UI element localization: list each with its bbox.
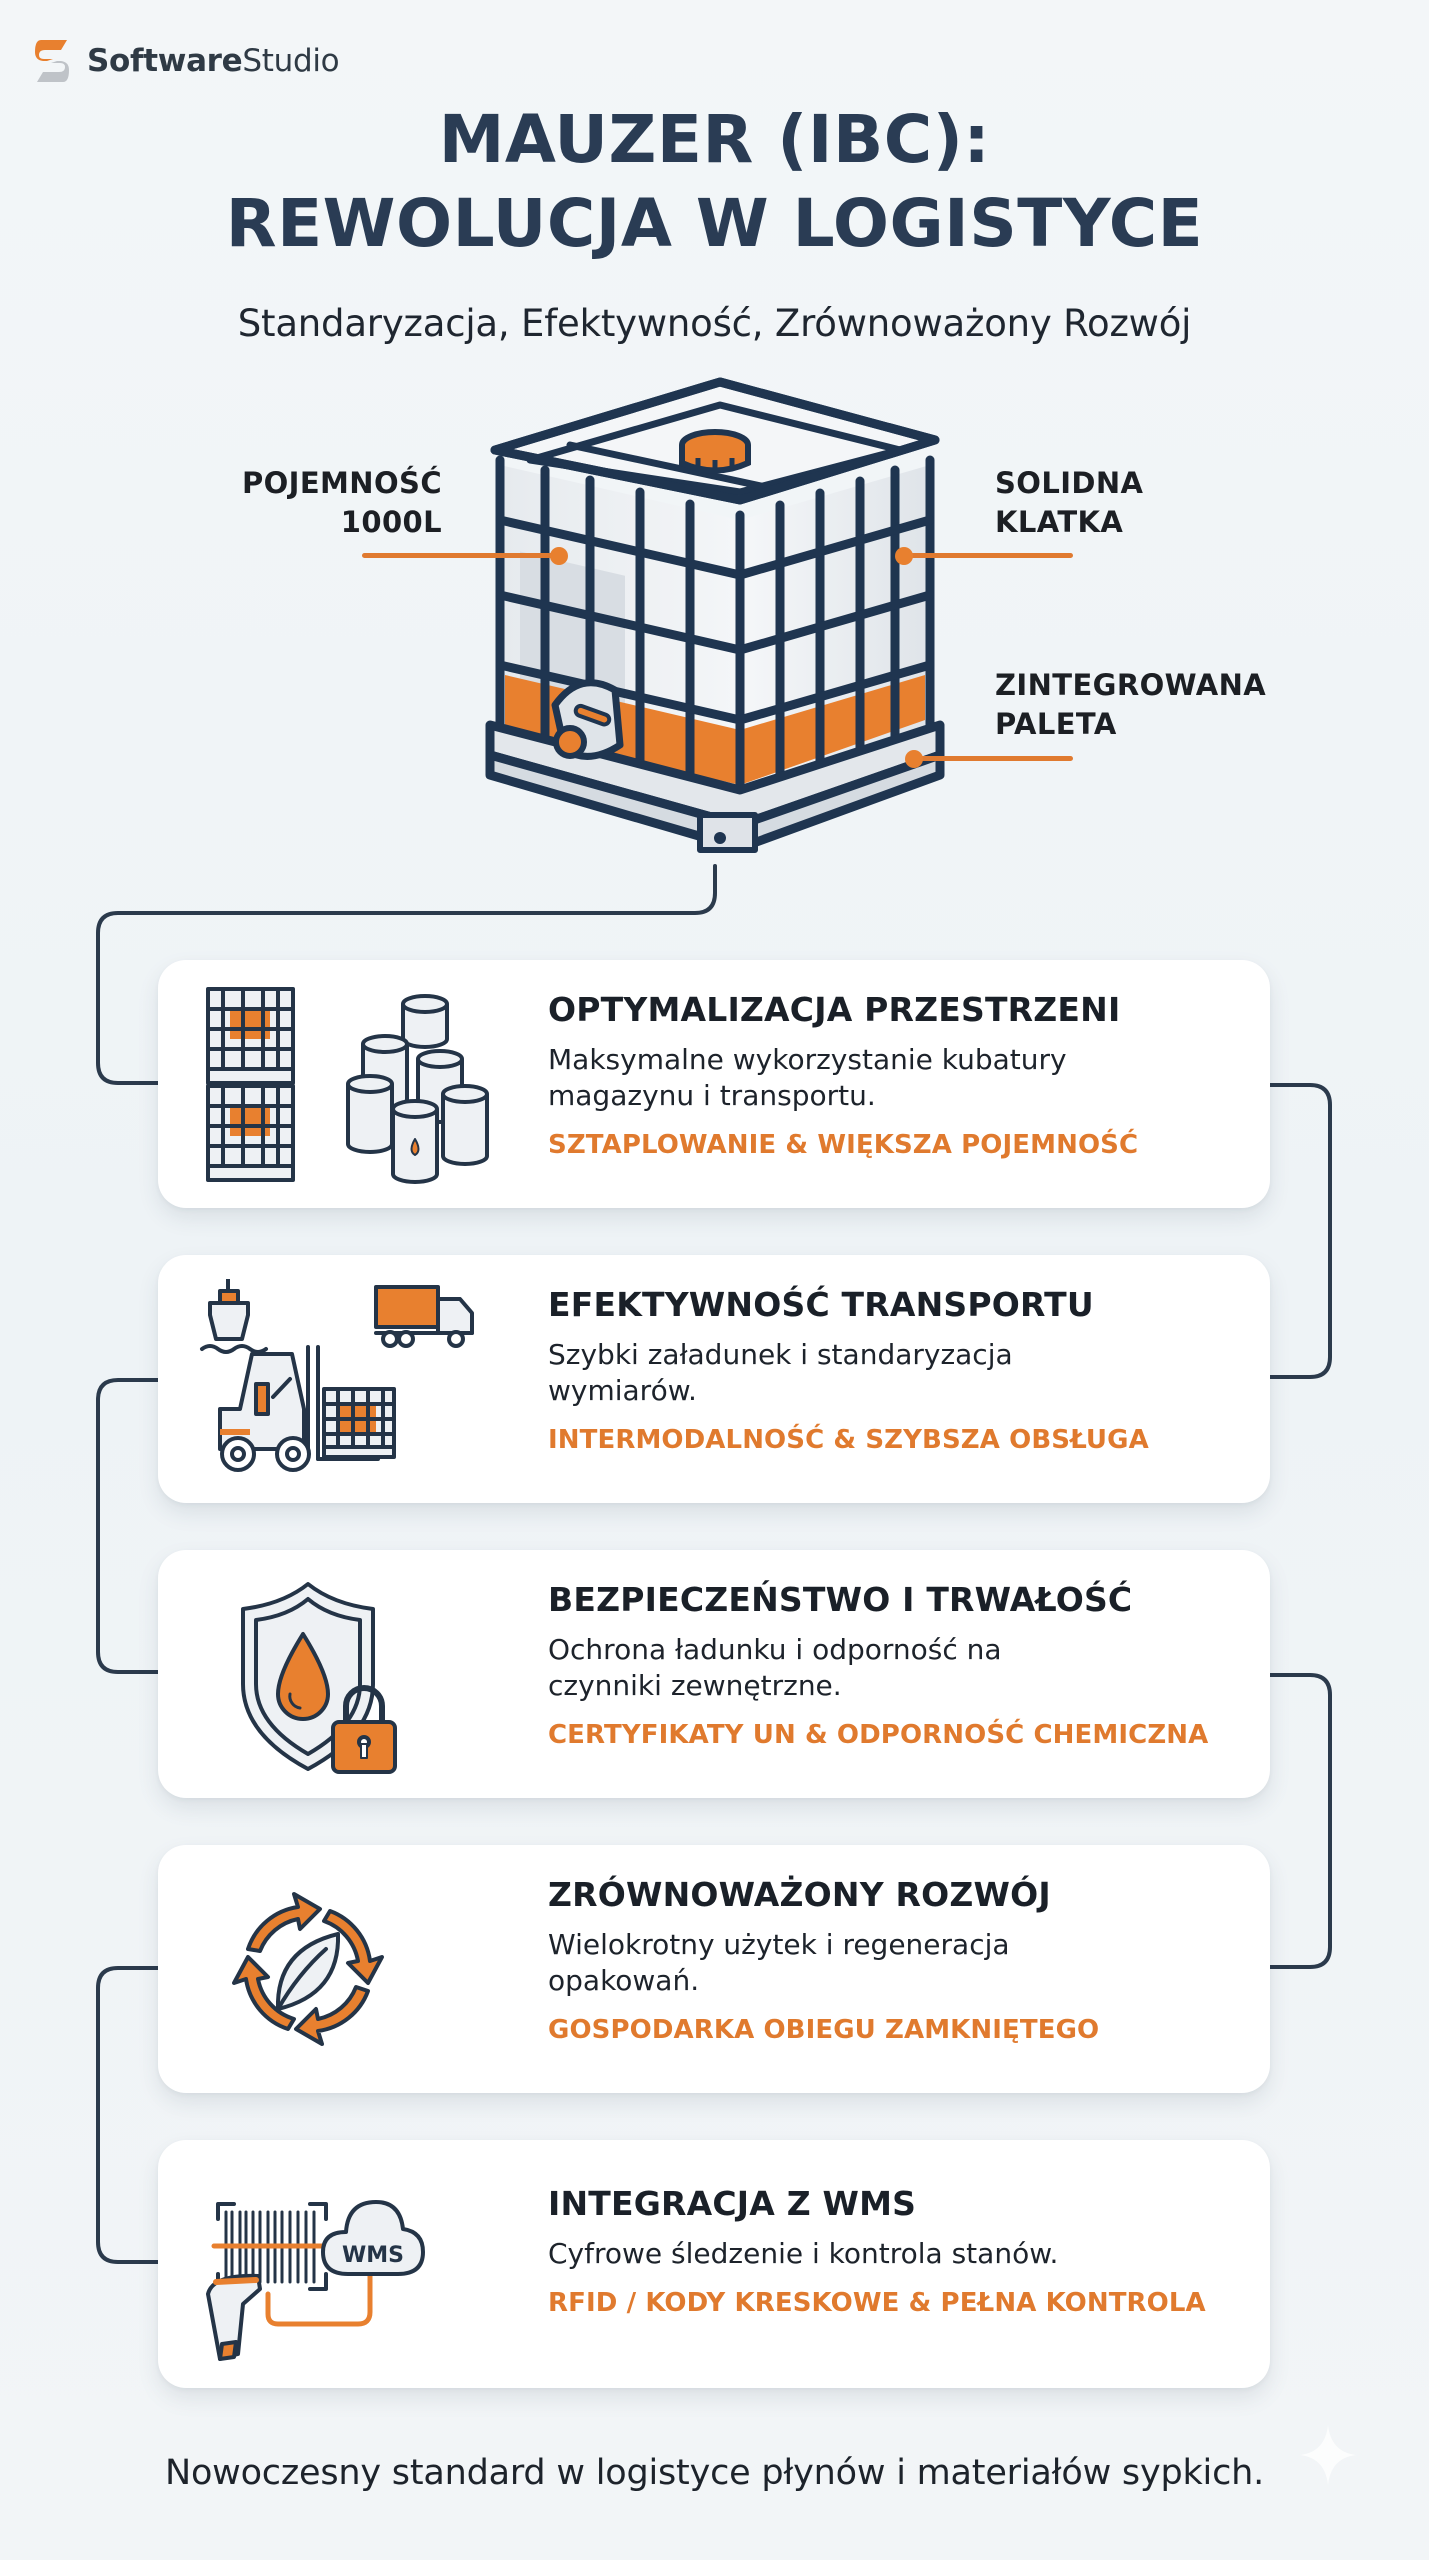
card-title: BEZPIECZEŃSTWO I TRWAŁOŚĆ <box>548 1580 1133 1619</box>
title-line-2: REWOLUCJA W LOGISTYCE <box>225 185 1204 262</box>
wms-cloud-label: WMS <box>342 2243 404 2268</box>
ibc-tank-icon <box>485 377 945 853</box>
callout-cage: SOLIDNA KLATKA <box>995 464 1143 542</box>
callout-capacity-line2: 1000L <box>340 505 442 539</box>
callout-cage-line1: SOLIDNA <box>995 466 1144 500</box>
feature-card-wms-integration: WMS INTEGRACJA Z WMS Cyfrowe śledzenie i… <box>158 2140 1270 2388</box>
card-tag: RFID / KODY KRESKOWE & PEŁNA KONTROLA <box>548 2288 1206 2318</box>
callout-pallet-line2: PALETA <box>995 707 1117 741</box>
shield-drop-lock-icon <box>241 1582 397 1774</box>
callout-pallet-dot <box>905 750 923 768</box>
card-description: Maksymalne wykorzystanie kubatury magazy… <box>548 1043 1067 1112</box>
s-logo-icon <box>35 40 69 82</box>
callout-capacity-dot <box>550 547 568 565</box>
callout-capacity: POJEMNOŚĆ 1000L <box>180 464 442 542</box>
brand-name-regular: Studio <box>242 43 340 79</box>
card-tag: SZTAPLOWANIE & WIĘKSZA POJEMNOŚĆ <box>548 1130 1139 1160</box>
card-tag: GOSPODARKA OBIEGU ZAMKNIĘTEGO <box>548 2015 1100 2045</box>
card-description: Wielokrotny użytek i regeneracja opakowa… <box>548 1928 1010 1997</box>
card-content: ZRÓWNOWAŻONY ROZWÓJ Wielokrotny użytek i… <box>548 1873 1248 2047</box>
card-description: Cyfrowe śledzenie i kontrola stanów. <box>548 2237 1059 2270</box>
card-title: ZRÓWNOWAŻONY ROZWÓJ <box>548 1875 1051 1914</box>
ship-truck-forklift-icon <box>200 1279 474 1472</box>
barcode-scanner-wms-cloud-icon: WMS <box>206 2200 425 2361</box>
card-tag: INTERMODALNOŚĆ & SZYBSZA OBSŁUGA <box>548 1425 1149 1455</box>
callout-capacity-pointer <box>362 553 557 558</box>
brand-name-bold: Software <box>87 43 243 79</box>
callout-cage-pointer <box>905 553 1073 558</box>
card-tag: CERTYFIKATY UN & ODPORNOŚĆ CHEMICZNA <box>548 1720 1209 1750</box>
callout-cage-dot <box>895 547 913 565</box>
feature-card-transport-efficiency: EFEKTYWNOŚĆ TRANSPORTU Szybki załadunek … <box>158 1255 1270 1503</box>
card-description: Szybki załadunek i standaryzacja wymiaró… <box>548 1338 1013 1407</box>
feature-card-sustainability: ZRÓWNOWAŻONY ROZWÓJ Wielokrotny użytek i… <box>158 1845 1270 2093</box>
footer-tagline: Nowoczesny standard w logistyce płynów i… <box>164 2453 1265 2493</box>
brand-logo: SoftwareStudio <box>33 38 340 84</box>
page-subtitle: Standaryzacja, Efektywność, Zrównoważony… <box>237 302 1192 345</box>
card-title: OPTYMALIZACJA PRZESTRZENI <box>548 990 1121 1029</box>
card-content: INTEGRACJA Z WMS Cyfrowe śledzenie i kon… <box>548 2182 1248 2320</box>
callout-pallet: ZINTEGROWANA PALETA <box>995 666 1266 744</box>
card-content: BEZPIECZEŃSTWO I TRWAŁOŚĆ Ochrona ładunk… <box>548 1578 1248 1752</box>
sparkle-icon <box>1300 2425 1356 2485</box>
stacked-ibc-and-barrels-icon <box>206 987 489 1184</box>
recycle-leaf-icon <box>232 1892 384 2046</box>
callout-cage-line2: KLATKA <box>995 505 1124 539</box>
feature-card-safety-durability: BEZPIECZEŃSTWO I TRWAŁOŚĆ Ochrona ładunk… <box>158 1550 1270 1798</box>
title-line-1: MAUZER (IBC): <box>438 101 991 178</box>
page-title: MAUZER (IBC): REWOLUCJA W LOGISTYCE <box>0 98 1429 266</box>
feature-card-space-optimization: OPTYMALIZACJA PRZESTRZENI Maksymalne wyk… <box>158 960 1270 1208</box>
card-content: EFEKTYWNOŚĆ TRANSPORTU Szybki załadunek … <box>548 1283 1248 1457</box>
card-title: EFEKTYWNOŚĆ TRANSPORTU <box>548 1285 1094 1324</box>
callout-capacity-line1: POJEMNOŚĆ <box>241 466 442 500</box>
callout-pallet-pointer <box>915 756 1073 761</box>
brand-name: SoftwareStudio <box>87 43 340 79</box>
card-title: INTEGRACJA Z WMS <box>548 2184 917 2223</box>
callout-pallet-line1: ZINTEGROWANA <box>995 668 1267 702</box>
card-content: OPTYMALIZACJA PRZESTRZENI Maksymalne wyk… <box>548 988 1248 1162</box>
card-description: Ochrona ładunku i odporność na czynniki … <box>548 1633 1002 1702</box>
